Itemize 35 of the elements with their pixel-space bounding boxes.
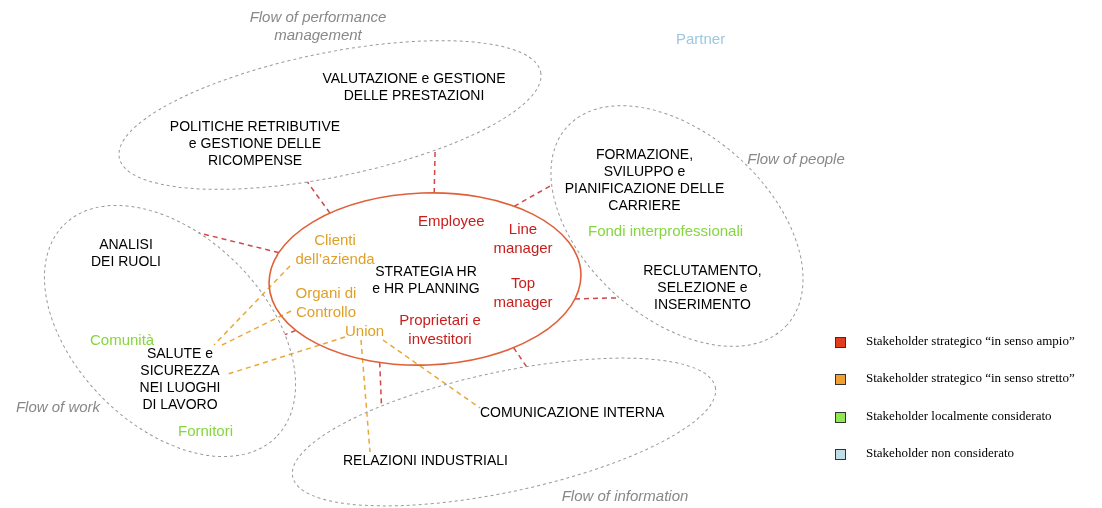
connector-line [513, 184, 553, 208]
activity-label: RECLUTAMENTO, SELEZIONE e INSERIMENTO [640, 262, 765, 313]
connector-line [433, 149, 436, 194]
stakeholder-label: Proprietari e investitori [392, 310, 488, 348]
stakeholder-label: Fornitori [178, 421, 233, 440]
flow-title: Flow of people [746, 150, 846, 168]
connector-line [306, 181, 331, 214]
legend-label: Stakeholder strategico “in senso stretto” [866, 370, 1075, 387]
strategy-label: STRATEGIA HR e HR PLANNING [372, 263, 481, 297]
stakeholder-label: Employee [418, 211, 485, 230]
flow-title: Flow of information [560, 487, 690, 505]
connector-line [213, 265, 291, 346]
activity-label: RELAZIONI INDUSTRIALI [343, 452, 508, 469]
flow-title: Flow of performance management [248, 8, 388, 44]
stakeholder-label: Line manager [490, 219, 556, 257]
connector-line [284, 329, 297, 336]
activity-label: POLITICHE RETRIBUTIVE e GESTIONE DELLE RICOMPENSE [167, 118, 343, 169]
stakeholder-label: Fondi interprofessionali [588, 221, 744, 240]
connector-line [382, 339, 481, 409]
connector-line [360, 339, 371, 453]
legend-label: Stakeholder localmente considerato [866, 407, 1052, 424]
connector-line [221, 310, 292, 346]
activity-label: COMUNICAZIONE INTERNA [480, 404, 665, 421]
activity-label: FORMAZIONE, SVILUPPO e PIANIFICAZIONE DELLE CARRIERE [562, 146, 727, 214]
legend-label: Stakeholder strategico “in senso ampio” [866, 333, 1075, 349]
activity-label: VALUTAZIONE e GESTIONE DELLE PRESTAZIONI [318, 70, 510, 104]
connector-line [512, 346, 528, 368]
stakeholder-label: Organi di Controllo [291, 283, 361, 321]
stakeholder-label: Union [345, 321, 385, 340]
stakeholder-label: Partner [676, 29, 726, 48]
stakeholder-label: Top manager [490, 273, 556, 311]
flow-title: Flow of work [14, 398, 102, 416]
connector-line [198, 232, 280, 254]
activity-label: ANALISI DEI RUOLI [88, 236, 164, 270]
legend-label: Stakeholder non considerato [866, 444, 1014, 461]
